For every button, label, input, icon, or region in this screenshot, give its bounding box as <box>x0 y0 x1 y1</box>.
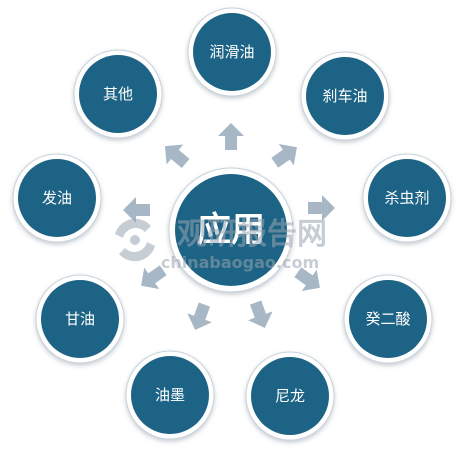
node-label-ganyou: 甘油 <box>65 310 95 328</box>
center-node: 应用 <box>168 167 294 293</box>
node-nilong: 尼龙 <box>245 351 335 441</box>
node-label-shacheyou: 刹车油 <box>322 87 367 105</box>
center-label: 应用 <box>197 210 265 250</box>
watermark: 观研报告网 chinabaogao.com <box>115 217 327 272</box>
arrow-to-qita <box>164 144 190 169</box>
node-guieruan: 癸二酸 <box>343 274 433 364</box>
arrows <box>123 123 335 330</box>
arrow-to-runhuayou <box>218 123 244 150</box>
node-label-youmo: 油墨 <box>155 386 185 404</box>
node-label-fayou: 发油 <box>42 189 72 207</box>
arrow-to-shachongji <box>308 195 335 221</box>
arrow-to-fayou <box>123 197 150 223</box>
node-label-qita: 其他 <box>103 85 133 103</box>
node-shachongji: 杀虫剂 <box>362 153 452 243</box>
node-qita: 其他 <box>73 49 163 139</box>
arrow-to-guieruan <box>294 267 320 291</box>
arrow-to-ganyou <box>141 265 167 289</box>
node-runhuayou: 润滑油 <box>187 7 277 97</box>
node-label-nilong: 尼龙 <box>275 387 305 405</box>
node-label-runhuayou: 润滑油 <box>209 43 254 61</box>
node-ganyou: 甘油 <box>35 274 125 364</box>
node-youmo: 油墨 <box>125 350 215 440</box>
arrow-to-shacheyou <box>271 144 297 168</box>
node-label-shachongji: 杀虫剂 <box>384 189 429 207</box>
logo-swirl-icon <box>115 218 155 262</box>
watermark-url: chinabaogao.com <box>161 253 319 272</box>
arrow-to-nilong <box>248 300 273 328</box>
node-shacheyou: 刹车油 <box>300 51 390 141</box>
node-fayou: 发油 <box>12 153 102 243</box>
watermark-title: 观研报告网 <box>177 217 327 252</box>
node-label-guieruan: 癸二酸 <box>365 310 410 328</box>
arrow-to-youmo <box>187 302 212 330</box>
